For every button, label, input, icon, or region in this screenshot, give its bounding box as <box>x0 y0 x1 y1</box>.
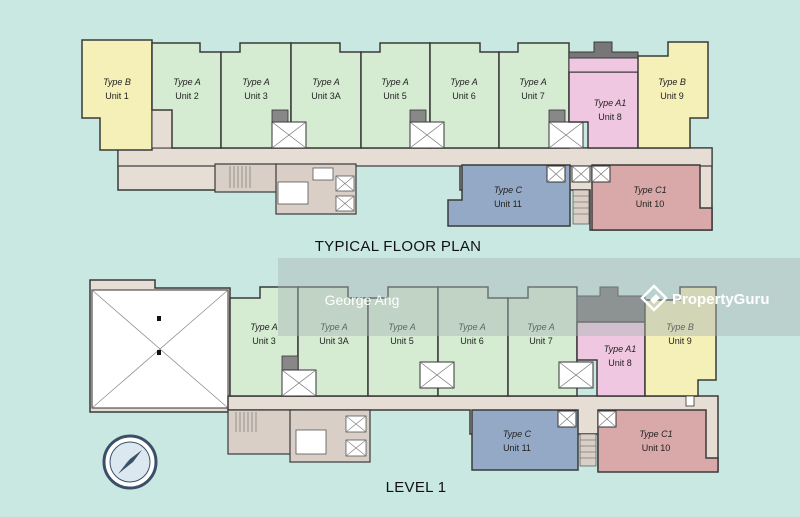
unit-name-label: Unit 1 <box>105 91 129 101</box>
level1-lobby-block <box>89 279 231 413</box>
unit-name-label: Unit 8 <box>598 112 622 122</box>
unit-name-label: Unit 6 <box>452 91 476 101</box>
unit-type-label: Type B <box>103 77 131 87</box>
level1-floor-plan: Type A Unit 3 Type A Unit 3A Type A Unit… <box>89 279 719 496</box>
unit-name-label: Unit 9 <box>668 336 692 346</box>
void-shaft <box>548 121 584 149</box>
unit-type-label: Type A <box>173 77 201 87</box>
void-shaft <box>409 121 445 149</box>
level1-service-core <box>227 409 371 463</box>
unit-name-label: Unit 5 <box>390 336 414 346</box>
typical-service-core <box>214 163 357 215</box>
unit-type-label: Type A <box>320 322 348 332</box>
level1-unit-9[interactable]: Type B Unit 9 <box>644 286 717 397</box>
level1-unit-8[interactable]: Type A1 Unit 8 <box>576 286 646 397</box>
propertyguru-logo-icon <box>640 284 668 312</box>
unit-type-label: Type C1 <box>639 429 672 439</box>
unit-type-label: Type A <box>458 322 486 332</box>
unit-type-label: Type A <box>519 77 547 87</box>
unit-type-label: Type A <box>312 77 340 87</box>
typical-floor-plan: Type B Unit 1 Type A Unit 2 Type A Unit … <box>81 39 713 255</box>
typical-unit-11[interactable]: Type C Unit 11 <box>447 164 571 227</box>
unit-type-label: Type A1 <box>604 344 637 354</box>
unit-type-label: Type C1 <box>633 185 666 195</box>
unit-type-label: Type A <box>381 77 409 87</box>
unit-name-label: Unit 11 <box>503 443 531 453</box>
void-shaft <box>271 121 307 149</box>
unit-type-label: Type A <box>250 322 278 332</box>
unit-name-label: Unit 3 <box>244 91 268 101</box>
unit-name-label: Unit 9 <box>660 91 684 101</box>
typical-unit-10[interactable]: Type C1 Unit 10 <box>591 164 713 231</box>
unit-name-label: Unit 8 <box>608 358 632 368</box>
unit-name-label: Unit 11 <box>494 199 522 209</box>
unit-type-label: Type A1 <box>594 98 627 108</box>
typical-unit-9[interactable]: Type B Unit 9 <box>637 41 709 149</box>
unit-name-label: Unit 3 <box>252 336 276 346</box>
typical-unit-8[interactable]: Type A1 Unit 8 <box>568 41 639 149</box>
unit-type-label: Type B <box>658 77 686 87</box>
unit-type-label: Type A <box>450 77 478 87</box>
watermark-agent-name: George Ang <box>325 292 400 308</box>
unit-name-label: Unit 3A <box>311 91 341 101</box>
unit-type-label: Type C <box>494 185 523 195</box>
unit-name-label: Unit 10 <box>636 199 665 209</box>
level1-unit-10[interactable]: Type C1 Unit 10 <box>597 409 719 473</box>
unit-type-label: Type A <box>527 322 555 332</box>
level1-unit-11[interactable]: Type C Unit 11 <box>471 409 579 471</box>
compass-icon <box>102 434 158 490</box>
typical-floor-plan-title: TYPICAL FLOOR PLAN <box>315 238 482 255</box>
unit-name-label: Unit 2 <box>175 91 199 101</box>
unit-name-label: Unit 5 <box>383 91 407 101</box>
unit-name-label: Unit 7 <box>521 91 545 101</box>
unit-name-label: Unit 6 <box>460 336 484 346</box>
watermark-banner: George Ang PropertyGuru <box>278 258 800 336</box>
unit-name-label: Unit 7 <box>529 336 553 346</box>
unit-name-label: Unit 10 <box>642 443 671 453</box>
unit-type-label: Type A <box>242 77 270 87</box>
level1-floor-plan-title: LEVEL 1 <box>386 479 447 496</box>
unit-type-label: Type C <box>503 429 532 439</box>
unit-type-label: Type A <box>388 322 416 332</box>
unit-name-label: Unit 3A <box>319 336 349 346</box>
unit-type-label: Type B <box>666 322 694 332</box>
watermark-brand-name: PropertyGuru <box>672 291 770 308</box>
